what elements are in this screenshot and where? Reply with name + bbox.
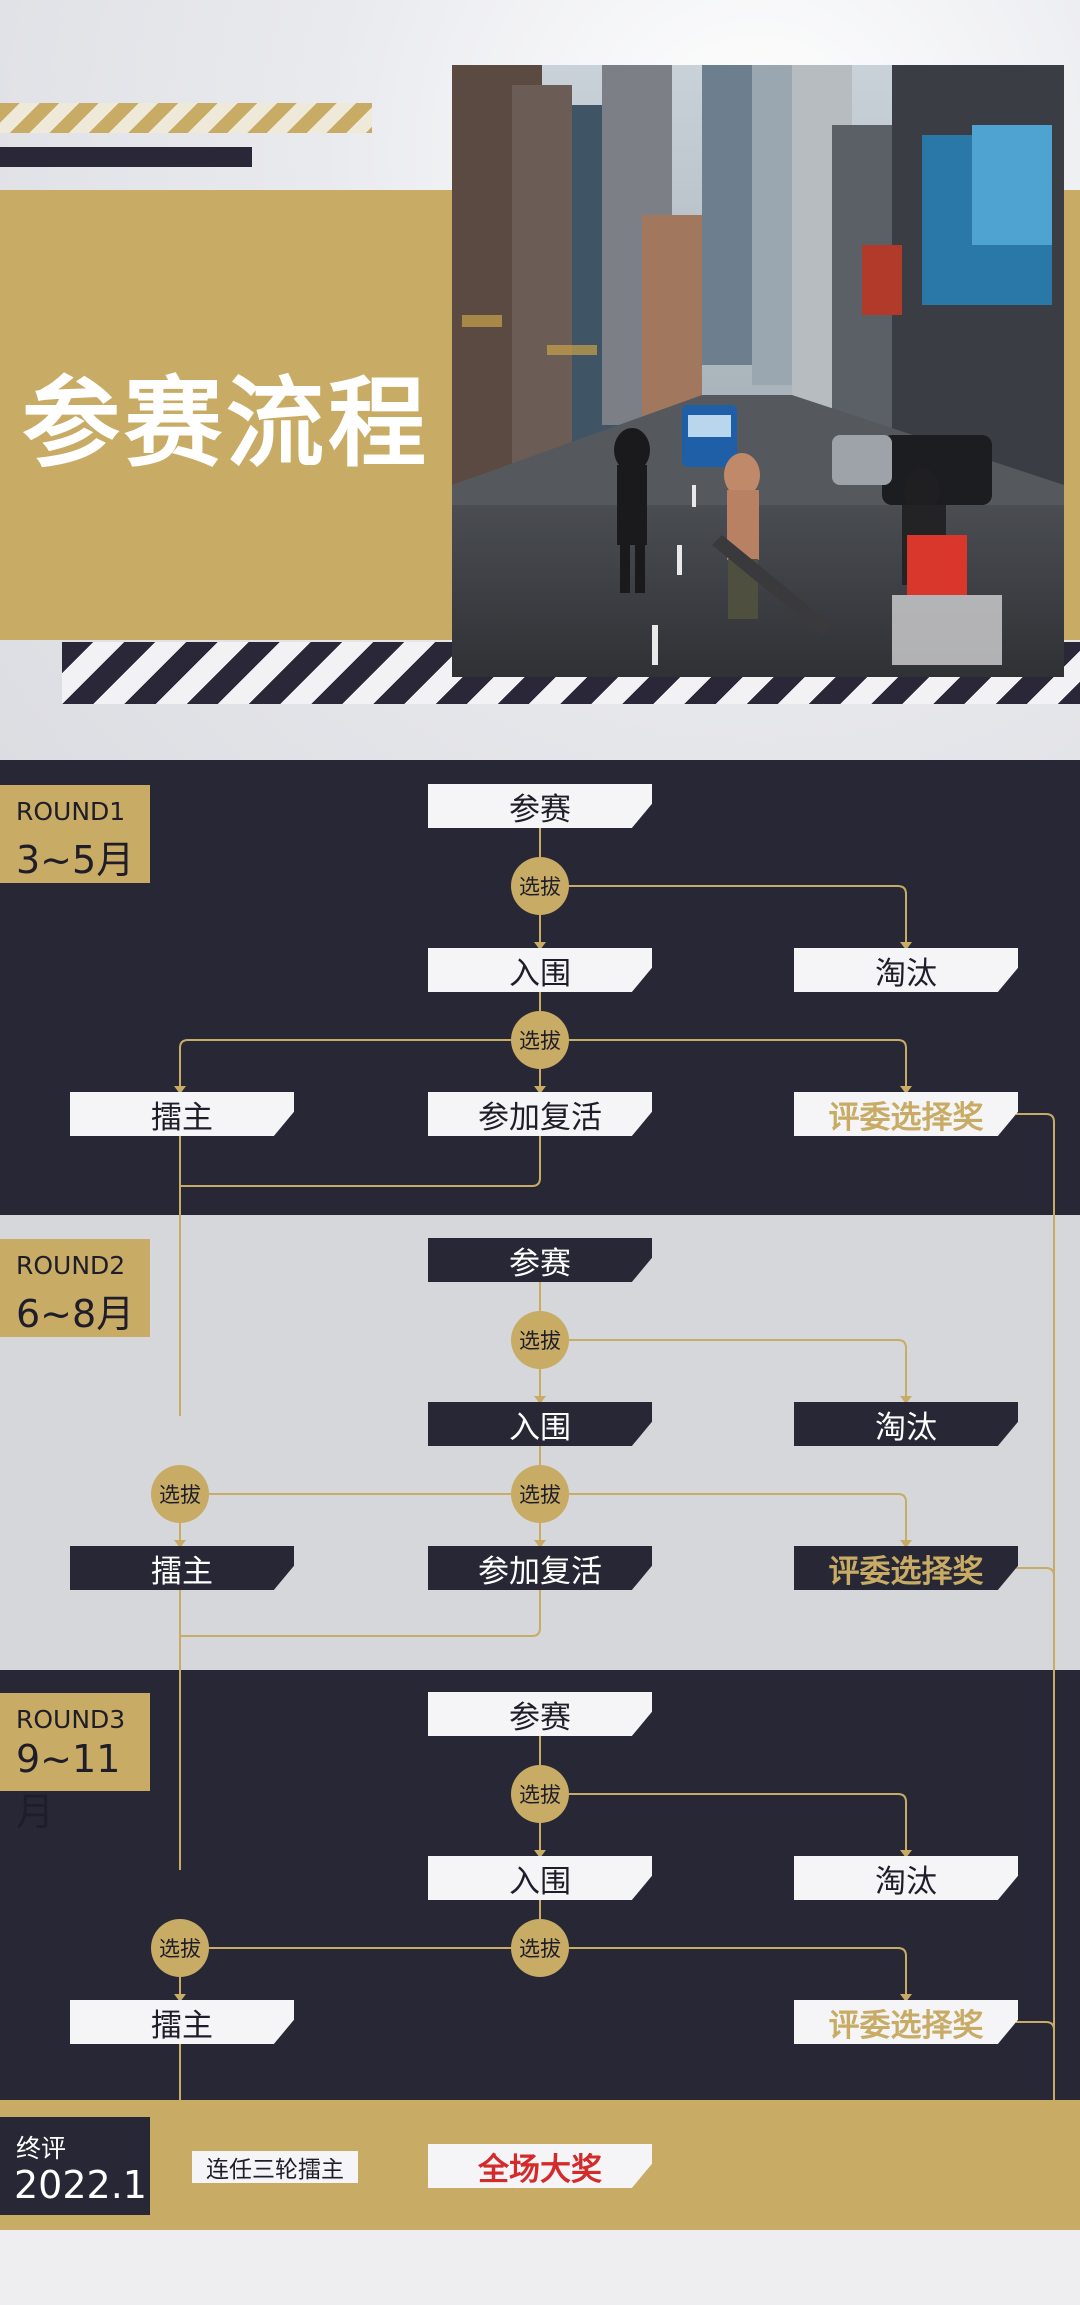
r2-champion-box: 擂主 — [70, 1546, 294, 1590]
title-panel — [0, 190, 452, 640]
street-photo — [452, 65, 1064, 677]
r3-champion-select-circle: 选拔 — [151, 1919, 209, 1977]
r2-participate-box: 参赛 — [428, 1238, 652, 1282]
photo-gold-edge — [1062, 190, 1080, 640]
round1-tag: ROUND1 3~5月 — [0, 785, 150, 883]
r1-participate-box: 参赛 — [428, 784, 652, 828]
r1-select-circle: 选拔 — [511, 857, 569, 915]
r1-line-revival-back — [180, 1136, 541, 1187]
r3-judges-award-box: 评委选择奖 — [794, 2000, 1018, 2044]
round2-name: ROUND2 — [16, 1251, 126, 1280]
r2-line-award — [569, 1493, 907, 1546]
r3-participate-box: 参赛 — [428, 1692, 652, 1736]
header-banner: 参赛流程 — [0, 0, 1080, 760]
r3-select-circle: 选拔 — [511, 1765, 569, 1823]
r3-line-eliminate — [569, 1793, 907, 1856]
r3-line-award-final — [1016, 2021, 1055, 2031]
r3-line-champion-final — [179, 2044, 428, 2167]
r2-finalist-box: 入围 — [428, 1402, 652, 1446]
r2-judges-award-box: 评委选择奖 — [794, 1546, 1018, 1590]
r1-eliminated-box: 淘汰 — [794, 948, 1018, 992]
r1-revival-box: 参加复活 — [428, 1092, 652, 1136]
r3-eliminated-box: 淘汰 — [794, 1856, 1018, 1900]
final-period: 2022.1 — [14, 2163, 147, 2207]
page-title: 参赛流程 — [21, 367, 430, 481]
r3-line-award — [569, 1947, 907, 2000]
round1-period: 3~5月 — [16, 838, 135, 882]
r3-champion-box: 擂主 — [70, 2000, 294, 2044]
r1-judges-award-box: 评委选择奖 — [794, 1092, 1018, 1136]
r1-line-eliminate — [569, 885, 907, 948]
consecutive-champion-label: 连任三轮擂主 — [192, 2151, 358, 2183]
r2-eliminated-box: 淘汰 — [794, 1402, 1018, 1446]
r1-champion-box: 擂主 — [70, 1092, 294, 1136]
r2-line-eliminate — [569, 1339, 907, 1402]
round1-name: ROUND1 — [16, 797, 126, 826]
r2-line-award-final — [1016, 1567, 1055, 1577]
final-name: 终评 — [16, 2134, 67, 2163]
r2-select-circle: 选拔 — [511, 1311, 569, 1369]
r3-select-circle-2: 选拔 — [511, 1919, 569, 1977]
round2-period: 6~8月 — [16, 1292, 135, 1336]
r2-revival-box: 参加复活 — [428, 1546, 652, 1590]
r2-select-circle-2: 选拔 — [511, 1465, 569, 1523]
r1-line-award-final — [650, 1113, 1055, 2167]
r2-champion-select-circle: 选拔 — [151, 1465, 209, 1523]
r1-line-award — [569, 1039, 907, 1092]
r1-line-champion — [179, 1039, 511, 1092]
navy-bar-decoration — [0, 147, 252, 167]
round2-tag: ROUND2 6~8月 — [0, 1239, 150, 1337]
grand-prize-box: 全场大奖 — [428, 2144, 652, 2188]
r1-select-circle-2: 选拔 — [511, 1011, 569, 1069]
gold-stripe-decoration — [0, 103, 372, 133]
round3-tag: ROUND3 9~11月 — [0, 1693, 150, 1834]
r2-line-revival-back — [180, 1590, 541, 1637]
r1-finalist-box: 入围 — [428, 948, 652, 992]
round3-period: 9~11月 — [16, 1737, 121, 1834]
round3-name: ROUND3 — [16, 1705, 126, 1734]
final-tag: 终评 2022.1 — [0, 2117, 150, 2215]
r3-finalist-box: 入围 — [428, 1856, 652, 1900]
